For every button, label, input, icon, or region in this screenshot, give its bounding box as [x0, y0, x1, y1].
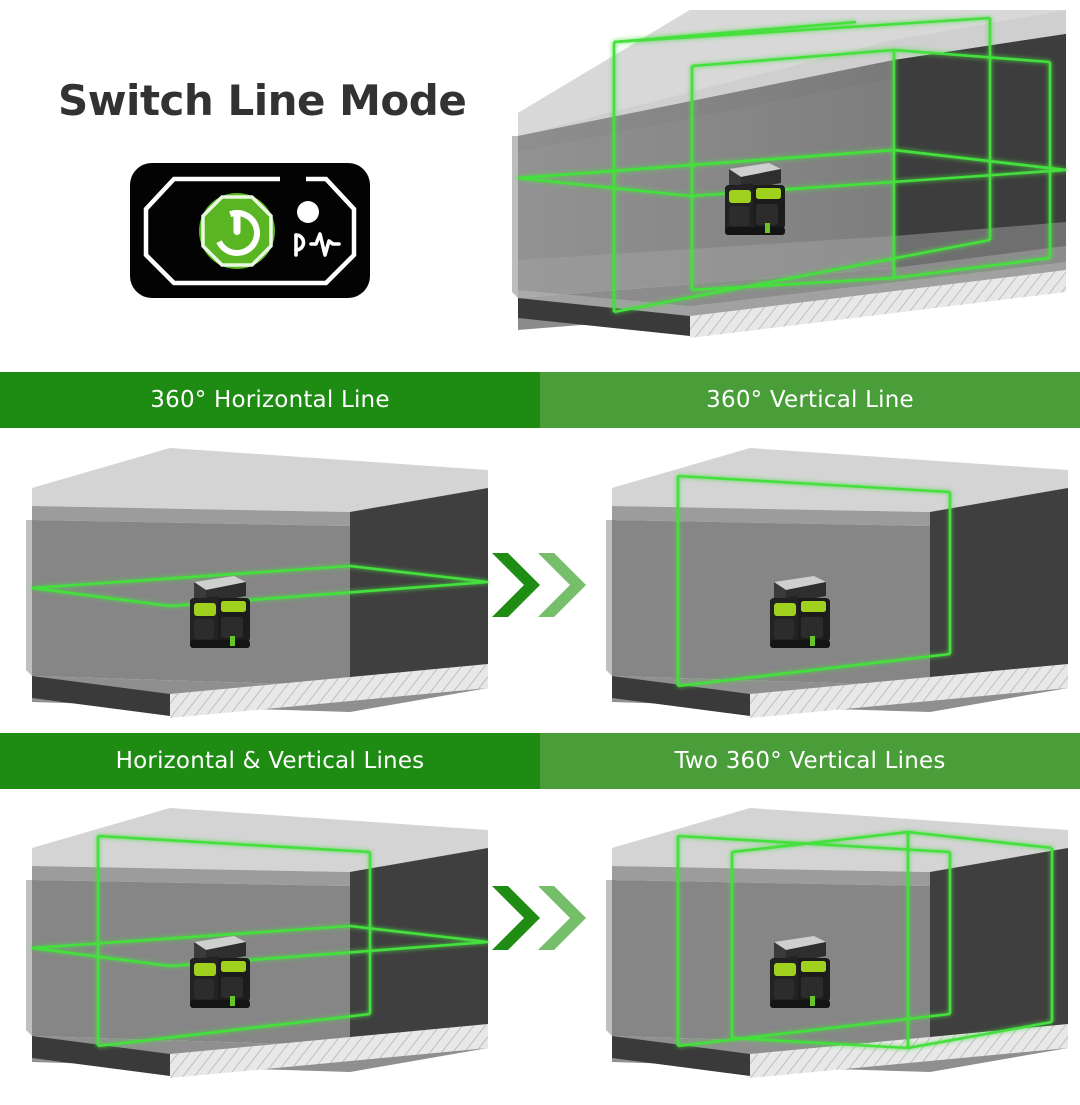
laser-lines-horizontal-and-vertical: [31, 834, 489, 1048]
transition-arrow-row2: [482, 878, 598, 958]
double-chevron-right-icon: [538, 553, 586, 617]
label-text: 360° Horizontal Line: [150, 387, 390, 413]
laser-level-device: [725, 163, 785, 235]
pulse-wave-icon: [294, 232, 341, 257]
laser-level-device: [190, 576, 250, 648]
keypad-graphic: [143, 171, 357, 286]
label-text: Two 360° Vertical Lines: [674, 748, 946, 774]
label-bar-horizontal-and-vertical: Horizontal & Vertical Lines: [0, 733, 540, 789]
keypad-outline-gap: [280, 171, 306, 185]
label-bar-360-vertical: 360° Vertical Line: [540, 372, 1080, 428]
double-chevron-right-icon: [492, 553, 540, 617]
room-horizontal-and-vertical: [10, 800, 510, 1100]
laser-level-device: [770, 576, 830, 648]
label-bar-two-360-vertical: Two 360° Vertical Lines: [540, 733, 1080, 789]
room-two-360-vertical: [590, 800, 1080, 1100]
hero-left-panel: Switch Line Mode: [0, 0, 490, 372]
double-chevron-right-icon: [492, 886, 540, 950]
power-button-icon[interactable]: [199, 193, 275, 269]
label-text: Horizontal & Vertical Lines: [115, 748, 425, 774]
laser-lines-vertical-only: [676, 474, 952, 688]
double-chevron-right-icon: [538, 886, 586, 950]
hero-section: Switch Line Mode: [0, 0, 1080, 372]
hero-room-illustration: [490, 0, 1080, 350]
mode-row-2: [0, 800, 1080, 1100]
mode-row-1: [0, 440, 1080, 740]
keypad-octagon-outline: [143, 176, 357, 286]
transition-arrow-row1: [482, 545, 598, 625]
label-text: 360° Vertical Line: [706, 387, 914, 413]
laser-lines-horizontal-only: [31, 564, 489, 608]
laser-level-device: [190, 936, 250, 1008]
laser-lines-hero: [517, 16, 1067, 314]
keypad-panel[interactable]: [130, 163, 370, 298]
room-360-vertical: [590, 440, 1080, 740]
label-bar-360-horizontal: 360° Horizontal Line: [0, 372, 540, 428]
laser-lines-two-vertical: [676, 830, 1054, 1050]
infographic-page: Switch Line Mode: [0, 0, 1080, 1078]
room-360-horizontal: [10, 440, 510, 740]
led-indicator-dot: [297, 201, 319, 223]
laser-level-device: [770, 936, 830, 1008]
page-title: Switch Line Mode: [58, 76, 467, 125]
